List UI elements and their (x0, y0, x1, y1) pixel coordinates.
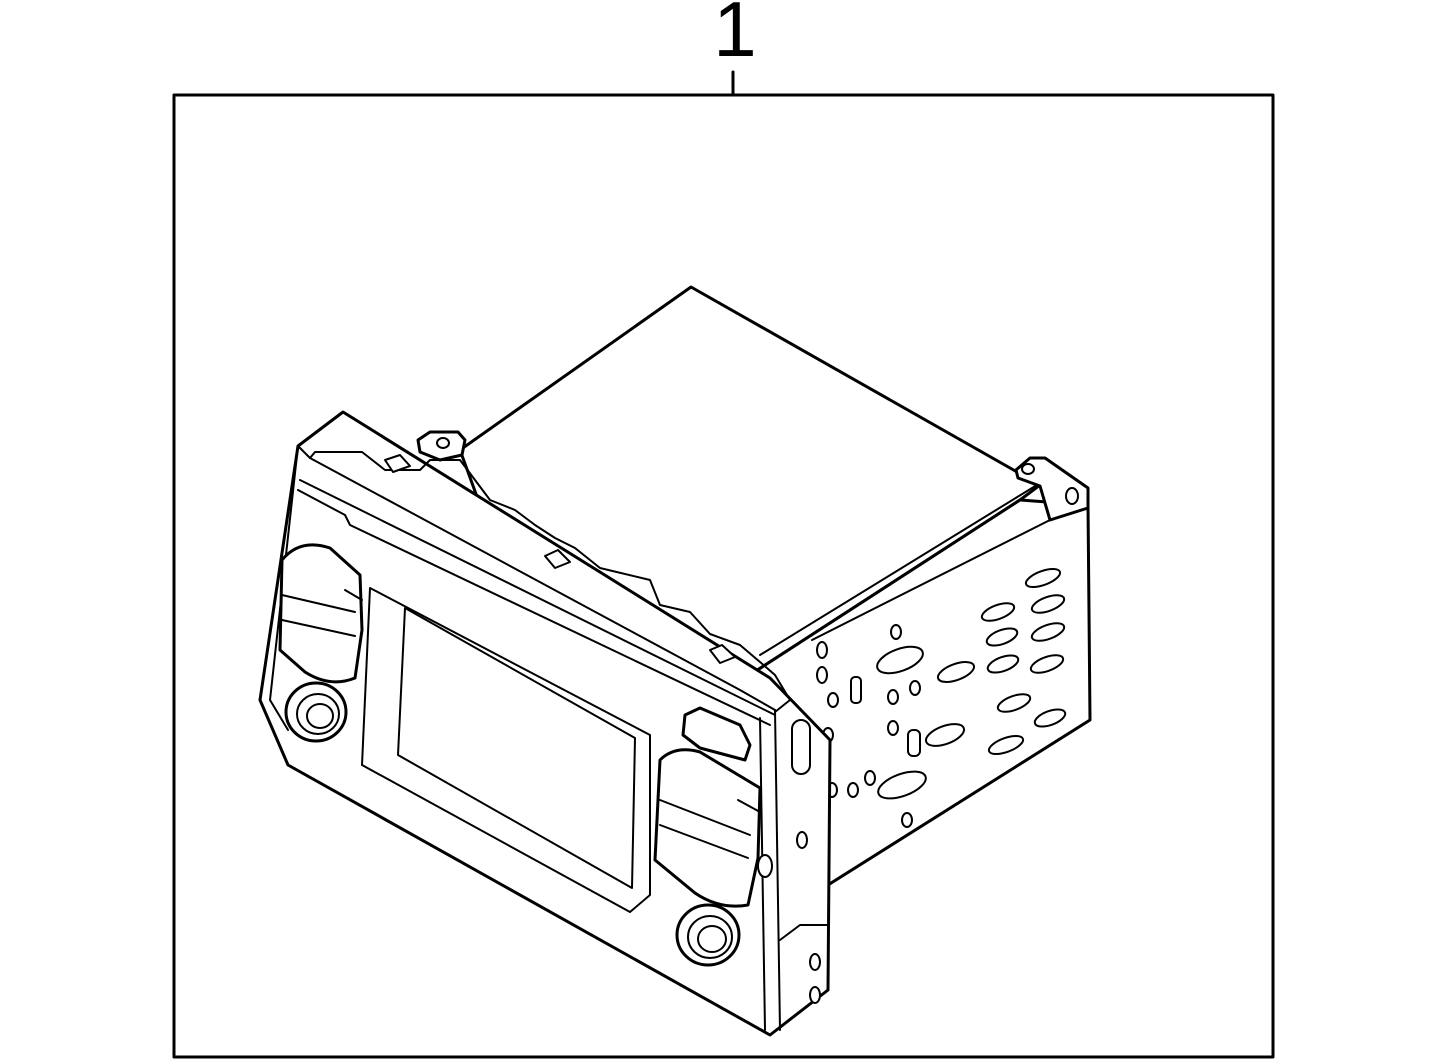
display-screen (397, 607, 636, 889)
left-knob (284, 681, 348, 743)
face-top-ridge (297, 445, 776, 711)
callout-number: 1 (713, 0, 757, 73)
face-indicator-dot (757, 854, 773, 878)
face-top-bar (299, 479, 776, 716)
face-lower-step (779, 924, 829, 941)
face-right-edge (774, 709, 781, 1031)
upper-left-rocker-button (278, 543, 364, 684)
side-connector-cutouts (816, 567, 1067, 828)
upper-right-button (681, 706, 752, 762)
bracket-hole (436, 437, 450, 449)
face-grille-steps (309, 451, 791, 713)
radio-head-unit (258, 285, 1092, 1037)
bracket-hole (1065, 487, 1079, 505)
face-top-bar-lower (297, 489, 771, 726)
face-side-slot (791, 719, 811, 775)
lower-right-rocker-button (653, 748, 762, 908)
face-left-edge (269, 445, 299, 731)
part-frame-box (172, 93, 1275, 1059)
face-side-hole (809, 986, 821, 1004)
ridge-slot (384, 454, 411, 473)
ridge-slot (709, 644, 736, 664)
face-side-hole (796, 831, 808, 849)
bracket-hole (1021, 463, 1035, 475)
right-knob (675, 903, 741, 967)
face-side-hole (809, 953, 821, 971)
side-panel-top-rail (811, 519, 1051, 641)
ridge-slot (544, 549, 571, 569)
